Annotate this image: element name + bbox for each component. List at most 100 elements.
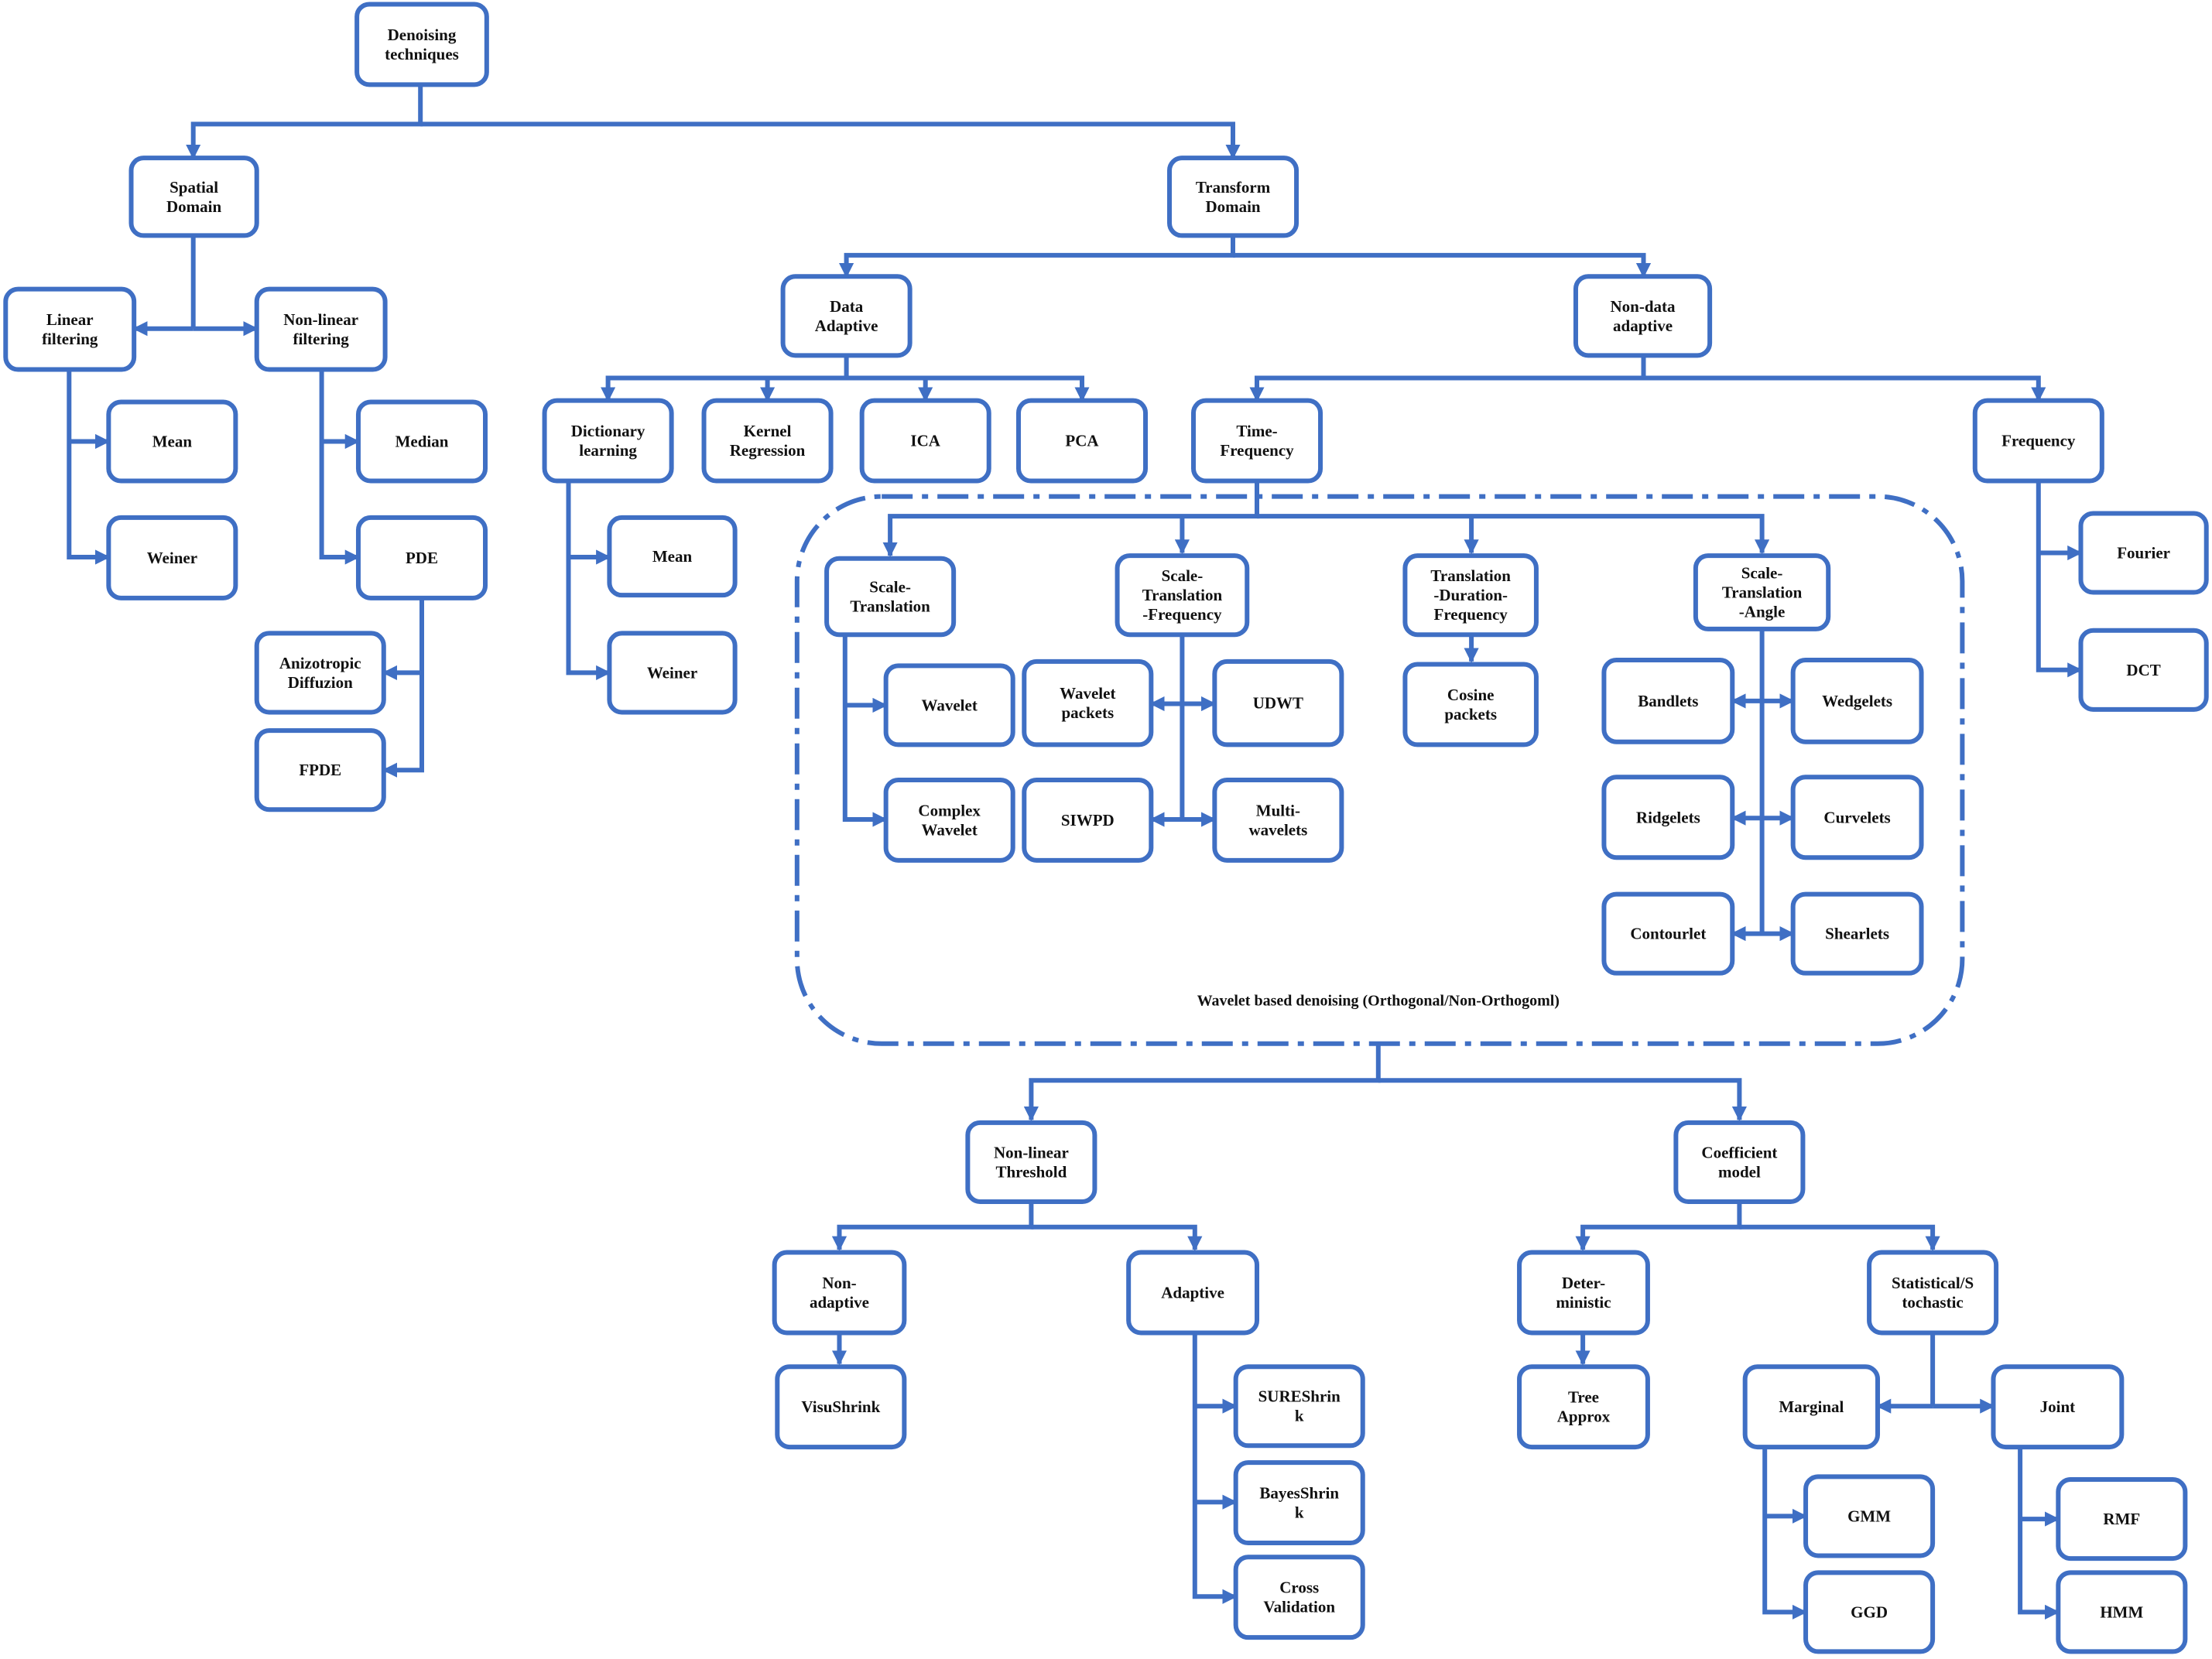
connector-21 bbox=[2036, 481, 2083, 678]
node-label: Regression bbox=[730, 441, 806, 460]
node-box bbox=[1191, 398, 1323, 484]
node-label: Linear bbox=[46, 310, 94, 329]
connector-46 bbox=[1739, 1224, 1940, 1251]
node-box bbox=[2056, 1570, 2188, 1654]
connector-9 bbox=[382, 597, 424, 778]
node-label: Non-linear bbox=[994, 1143, 1069, 1161]
node-label: Fourier bbox=[2117, 544, 2170, 563]
node-label: FPDE bbox=[299, 761, 341, 779]
node-label: packets bbox=[1444, 705, 1497, 723]
node-box bbox=[106, 515, 238, 600]
node-box bbox=[701, 398, 834, 484]
node-label: Approx bbox=[1557, 1408, 1611, 1426]
node-box bbox=[354, 2, 489, 87]
node-label: Scale- bbox=[869, 578, 911, 597]
connector-40 bbox=[1031, 1224, 1203, 1251]
node-box bbox=[2078, 511, 2209, 595]
node-label: Median bbox=[395, 433, 449, 451]
node-box bbox=[775, 1364, 907, 1450]
connector-15 bbox=[846, 375, 1090, 402]
node-box bbox=[1601, 658, 1735, 744]
node-box bbox=[254, 286, 388, 372]
node-box bbox=[607, 631, 738, 715]
connector-11 bbox=[838, 235, 1235, 279]
node-deterministic: Deter-ministic bbox=[1517, 1250, 1650, 1336]
node-box bbox=[1212, 777, 1344, 863]
node-box bbox=[1673, 1120, 1806, 1204]
wavelet-region-caption: Wavelet based denoising (Orthogonal/Non-… bbox=[1197, 993, 1560, 1010]
connector-7 bbox=[319, 369, 360, 565]
node-label: Wedgelets bbox=[1822, 692, 1892, 710]
node-joint: Joint bbox=[1991, 1364, 2125, 1450]
node-label: SUREShrin bbox=[1258, 1387, 1341, 1406]
node-ridgelets: Ridgelets bbox=[1601, 775, 1735, 860]
node-label: -Frequency bbox=[1142, 605, 1222, 624]
node-nonadaptive: Non-adaptive bbox=[772, 1250, 907, 1336]
node-box bbox=[1790, 775, 1924, 860]
node-box bbox=[1742, 1364, 1881, 1450]
node-label: Frequency bbox=[1220, 441, 1294, 460]
node-box bbox=[1015, 398, 1149, 484]
node-frequency: Frequency bbox=[1972, 398, 2104, 484]
node-box bbox=[3, 286, 137, 372]
node-visushrink: VisuShrink bbox=[775, 1364, 907, 1450]
node-box bbox=[1517, 1250, 1650, 1336]
node-sta: Scale-Translation-Angle bbox=[1693, 553, 1831, 631]
node-box bbox=[254, 631, 386, 715]
node-fpde: FPDE bbox=[254, 728, 386, 812]
node-box bbox=[1022, 658, 1154, 747]
node-label: UDWT bbox=[1253, 694, 1303, 713]
node-mean2: Mean bbox=[607, 515, 738, 598]
node-pca: PCA bbox=[1015, 398, 1149, 484]
node-box bbox=[965, 1120, 1097, 1204]
node-label: Non-data bbox=[1611, 297, 1676, 316]
node-label: Scale- bbox=[1162, 566, 1204, 585]
connector-39 bbox=[831, 1201, 1034, 1251]
node-label: tochastic bbox=[1902, 1293, 1963, 1312]
node-label: Weiner bbox=[647, 663, 697, 682]
node-box bbox=[824, 556, 957, 638]
node-label: filtering bbox=[293, 330, 350, 348]
node-label: RMF bbox=[2103, 1510, 2140, 1528]
node-label: Contourlet bbox=[1630, 925, 1706, 943]
node-box bbox=[883, 663, 1015, 747]
node-pde: PDE bbox=[355, 515, 488, 600]
node-box bbox=[1803, 1474, 1936, 1558]
node-box bbox=[1233, 1555, 1365, 1640]
node-box bbox=[1233, 1364, 1365, 1449]
node-label: Tree bbox=[1568, 1388, 1599, 1407]
node-label: wavelets bbox=[1248, 820, 1307, 839]
node-label: Cosine bbox=[1447, 686, 1495, 704]
node-label: Joint bbox=[2040, 1397, 2076, 1416]
node-tdf: Translation-Duration-Frequency bbox=[1402, 553, 1539, 638]
connector-53 bbox=[2018, 1447, 2060, 1620]
connector-13 bbox=[600, 355, 849, 402]
node-ica: ICA bbox=[859, 398, 991, 484]
node-marginal: Marginal bbox=[1742, 1364, 1881, 1450]
node-box bbox=[1115, 553, 1250, 638]
node-box bbox=[1867, 1250, 1999, 1336]
node-box bbox=[1991, 1364, 2125, 1450]
node-box bbox=[1601, 891, 1735, 976]
node-weiner2: Weiner bbox=[607, 631, 738, 715]
node-label: Wavelet bbox=[922, 696, 978, 714]
node-box bbox=[1573, 274, 1713, 358]
node-label: Weiner bbox=[147, 549, 197, 567]
node-box bbox=[106, 399, 238, 484]
connector-0 bbox=[186, 84, 423, 160]
node-contourlet: Contourlet bbox=[1601, 891, 1735, 976]
node-timefreq: Time-Frequency bbox=[1191, 398, 1323, 484]
connector-27 bbox=[842, 635, 888, 827]
node-label: Adaptive bbox=[815, 316, 878, 335]
node-stf: Scale-Translation-Frequency bbox=[1115, 553, 1250, 638]
node-box bbox=[1790, 658, 1924, 744]
node-label: k bbox=[1295, 1503, 1304, 1522]
